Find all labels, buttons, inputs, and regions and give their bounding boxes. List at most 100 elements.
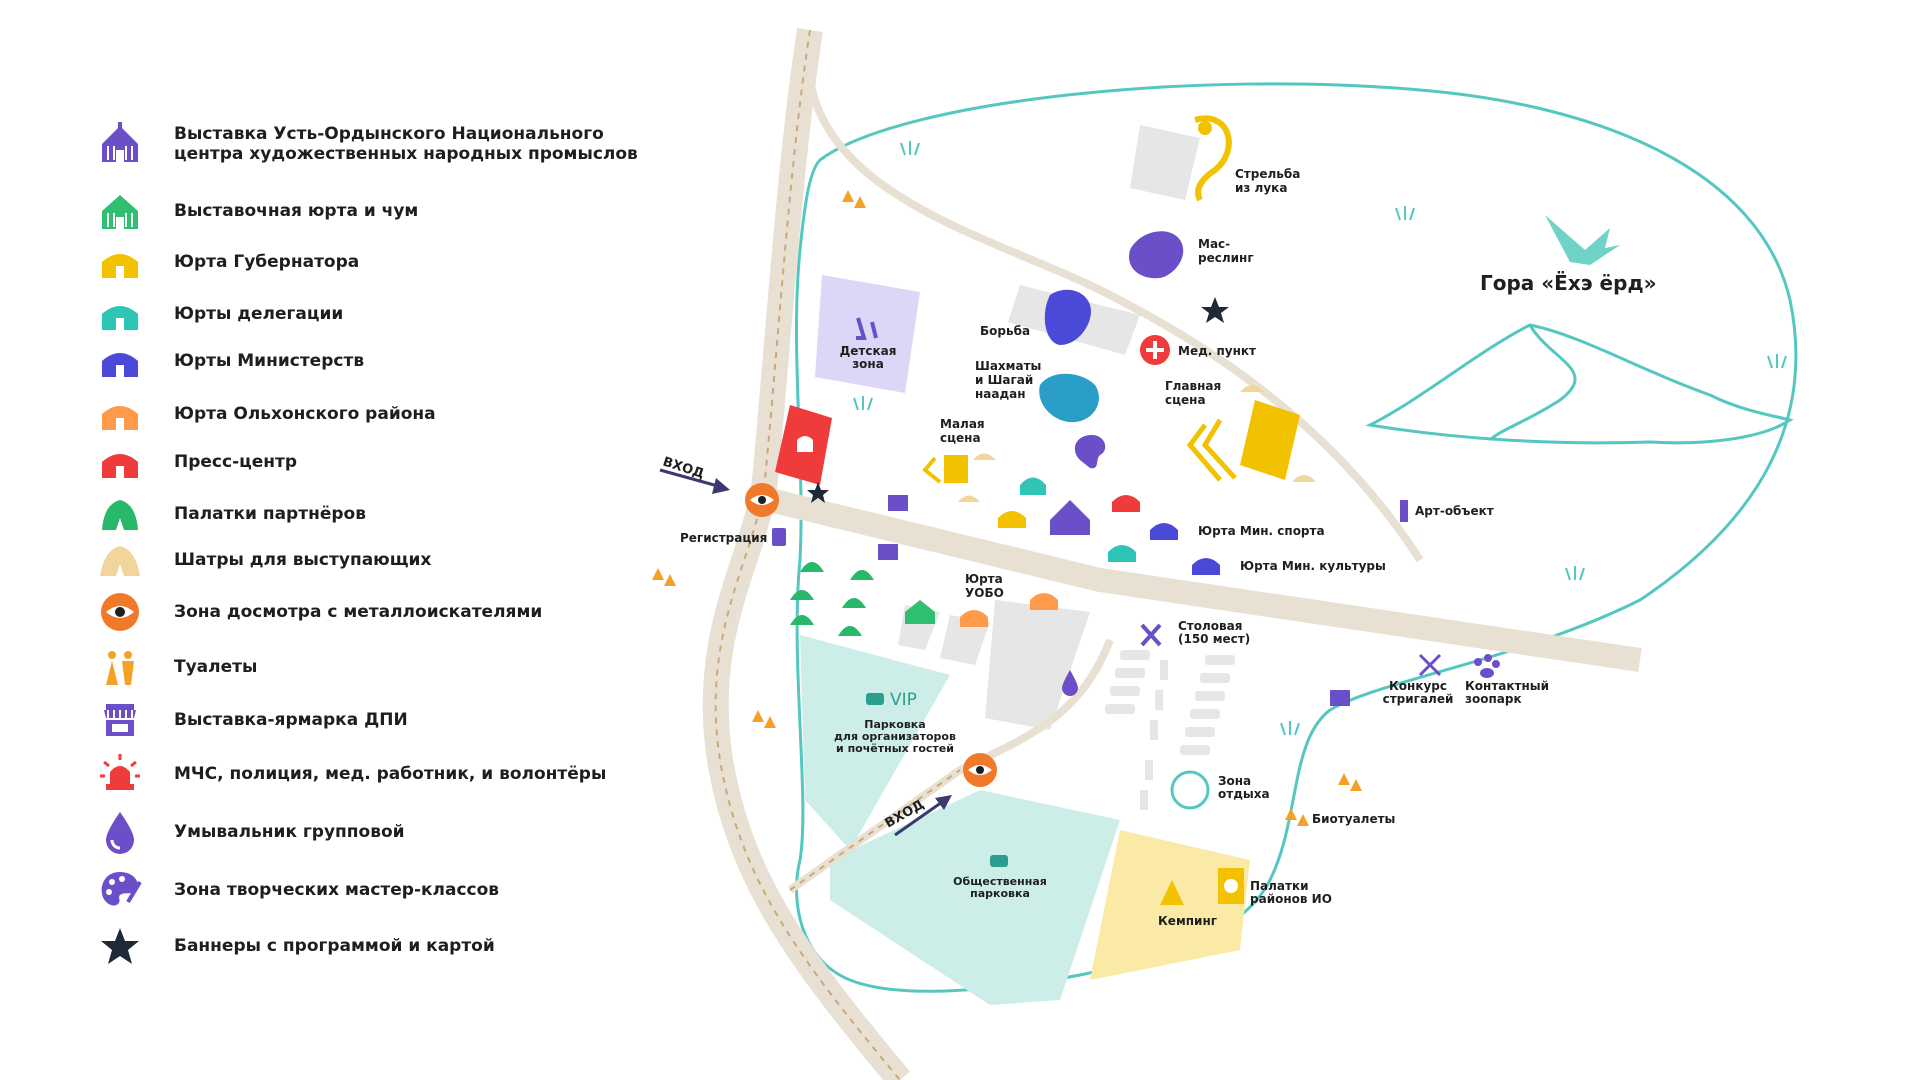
kids-zone xyxy=(815,275,920,393)
partner-tent-icon xyxy=(790,562,874,636)
vip-label: VIP xyxy=(890,690,917,710)
canteen-label: Столовая(150 мест) xyxy=(1178,619,1250,646)
legend-item-exhibition-yurt: Выставочная юрта и чум xyxy=(96,187,418,235)
water-drop-icon xyxy=(96,808,144,856)
legend-item-banners: Баннеры с программой и картой xyxy=(96,922,495,970)
olkhon-yurt-icon xyxy=(1030,593,1058,610)
exhibition-yurt-center-icon xyxy=(1050,500,1090,535)
ministry-yurt-icon xyxy=(1150,523,1178,540)
main-road-center-dashes xyxy=(714,29,901,1080)
legend-item-emergency: МЧС, полиция, мед. работник, и волонтёры xyxy=(96,750,606,798)
biotoilets-label: Биотуалеты xyxy=(1312,812,1395,826)
partner-tent-icon xyxy=(96,490,144,538)
small-stage-chevron xyxy=(922,456,942,484)
performer-tent-icon xyxy=(1292,475,1316,482)
legend-label: Юрта Губернатора xyxy=(174,252,360,272)
public-parking-zone xyxy=(830,790,1120,1005)
governor-yurt-icon xyxy=(998,511,1026,528)
legend-item-olkhon-yurt: Юрта Ольхонского района xyxy=(96,390,436,438)
entrance-arrow xyxy=(659,468,726,490)
registration-label: Регистрация xyxy=(680,531,767,545)
sport-yurt-label: Юрта Мин. спорта xyxy=(1198,524,1325,538)
canteen-tables xyxy=(1105,650,1235,810)
kids-icon xyxy=(856,317,878,340)
governor-yurt-icon xyxy=(96,238,144,286)
entrance-arrow-head xyxy=(712,478,730,494)
grass-icon xyxy=(853,141,1787,736)
water-drop-icon xyxy=(1062,670,1078,696)
performer-tent-icon xyxy=(973,453,996,460)
performer-tent-icon xyxy=(96,536,144,584)
legend-item-fair: Выставка-ярмарка ДПИ xyxy=(96,696,408,744)
inspection-eye-pupil xyxy=(976,766,984,774)
press-center-icon xyxy=(96,438,144,486)
palette-icon xyxy=(1074,435,1106,469)
archer-icon xyxy=(1194,115,1232,202)
car-icon xyxy=(866,693,884,705)
legend-label: Юрты Министерств xyxy=(174,351,365,371)
canteen-icon xyxy=(1140,623,1162,647)
legend-item-inspection-zone: Зона досмотра с металлоискателями xyxy=(96,588,542,636)
mas-wrestling-label: Мас-реслинг xyxy=(1198,237,1254,265)
performer-tent-icon xyxy=(958,495,980,502)
exhibition-yurt-icon xyxy=(96,187,144,235)
toilet-icon xyxy=(652,190,1362,826)
medical-label: Мед. пункт xyxy=(1178,344,1256,358)
palette-icon xyxy=(96,866,144,914)
mountain-river xyxy=(1488,324,1577,442)
delegation-yurt-icon xyxy=(96,290,144,338)
legend-label: Юрты делегации xyxy=(174,304,344,324)
exhibition-yurt-icon xyxy=(905,600,935,624)
mountain-label: Гора «Ёхэ ёрд» xyxy=(1480,271,1657,295)
press-center-icon xyxy=(1112,495,1140,512)
scissors-icon xyxy=(1418,653,1442,677)
wrestling-icon xyxy=(1044,289,1091,345)
emergency-siren-icon xyxy=(797,436,813,452)
legend-label: Пресс-центр xyxy=(174,452,298,472)
legend-label: Выставочная юрта и чум xyxy=(174,201,419,221)
main-stage-chevrons xyxy=(1186,418,1237,482)
legend-label: Выставка-ярмарка ДПИ xyxy=(174,710,408,730)
legend-item-press-center: Пресс-центр xyxy=(96,438,297,486)
olkhon-yurt-icon xyxy=(960,610,988,627)
inspection-eye-icon xyxy=(96,588,144,636)
performer-tent-icon xyxy=(1240,385,1264,392)
grey-zone-small xyxy=(940,615,990,665)
legend-label: Шатры для выступающих xyxy=(174,550,432,570)
chess-players-icon xyxy=(1039,373,1099,423)
eagle-icon xyxy=(1545,215,1620,265)
entrance-arrow xyxy=(894,798,946,837)
registration-icon xyxy=(772,528,786,546)
legend-item-performer-tents: Шатры для выступающих xyxy=(96,536,431,584)
legend-label: Туалеты xyxy=(174,657,258,677)
star-icon xyxy=(1201,297,1229,323)
site-boundary xyxy=(794,82,1798,993)
legend-label: Палатки партнёров xyxy=(174,504,366,524)
main-stage xyxy=(1240,400,1300,480)
legend-item-partner-tents: Палатки партнёров xyxy=(96,490,366,538)
legend-item-center-exhibition: Выставка Усть-Ордынского Национального ц… xyxy=(96,120,654,168)
archer-head-icon xyxy=(1198,121,1212,135)
delegation-yurt-icon xyxy=(1108,545,1136,562)
legend-label: МЧС, полиция, мед. работник, и волонтёры xyxy=(174,764,607,784)
legend-label: Зона творческих мастер-классов xyxy=(174,880,500,900)
art-object-icon xyxy=(1400,500,1408,522)
grey-zone-archery xyxy=(1130,125,1200,200)
yurt-icons xyxy=(905,477,1220,627)
culture-yurt-label: Юрта Мин. культуры xyxy=(1240,559,1386,573)
legend-label: Зона досмотра с металлоискателями xyxy=(174,602,543,622)
vip-parking-zone xyxy=(800,635,950,850)
mountain-outline xyxy=(1365,323,1794,445)
medical-cross-mark xyxy=(1146,341,1164,359)
legend-label: Выставка Усть-Ордынского Национального ц… xyxy=(174,124,638,164)
